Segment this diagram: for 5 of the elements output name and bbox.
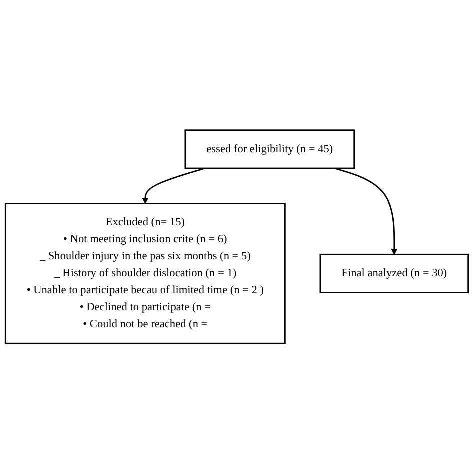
arrow xyxy=(334,168,398,255)
node-box: essed for eligibility (n = 45) xyxy=(184,130,356,170)
node-box: Final analyzed (n = 30) xyxy=(320,254,470,294)
node-box: Excluded (n= 15) • Not meeting inclusion crite (n = 6) _ Shoulder injury in the pas six months (n = 5) _ History of shoulder dislocation (n = 1) • Unable to participate becau of limited time (n = 2 ) • Declined to participate (n = • Could not be reached (n = xyxy=(4,203,286,344)
arrow xyxy=(142,168,206,204)
